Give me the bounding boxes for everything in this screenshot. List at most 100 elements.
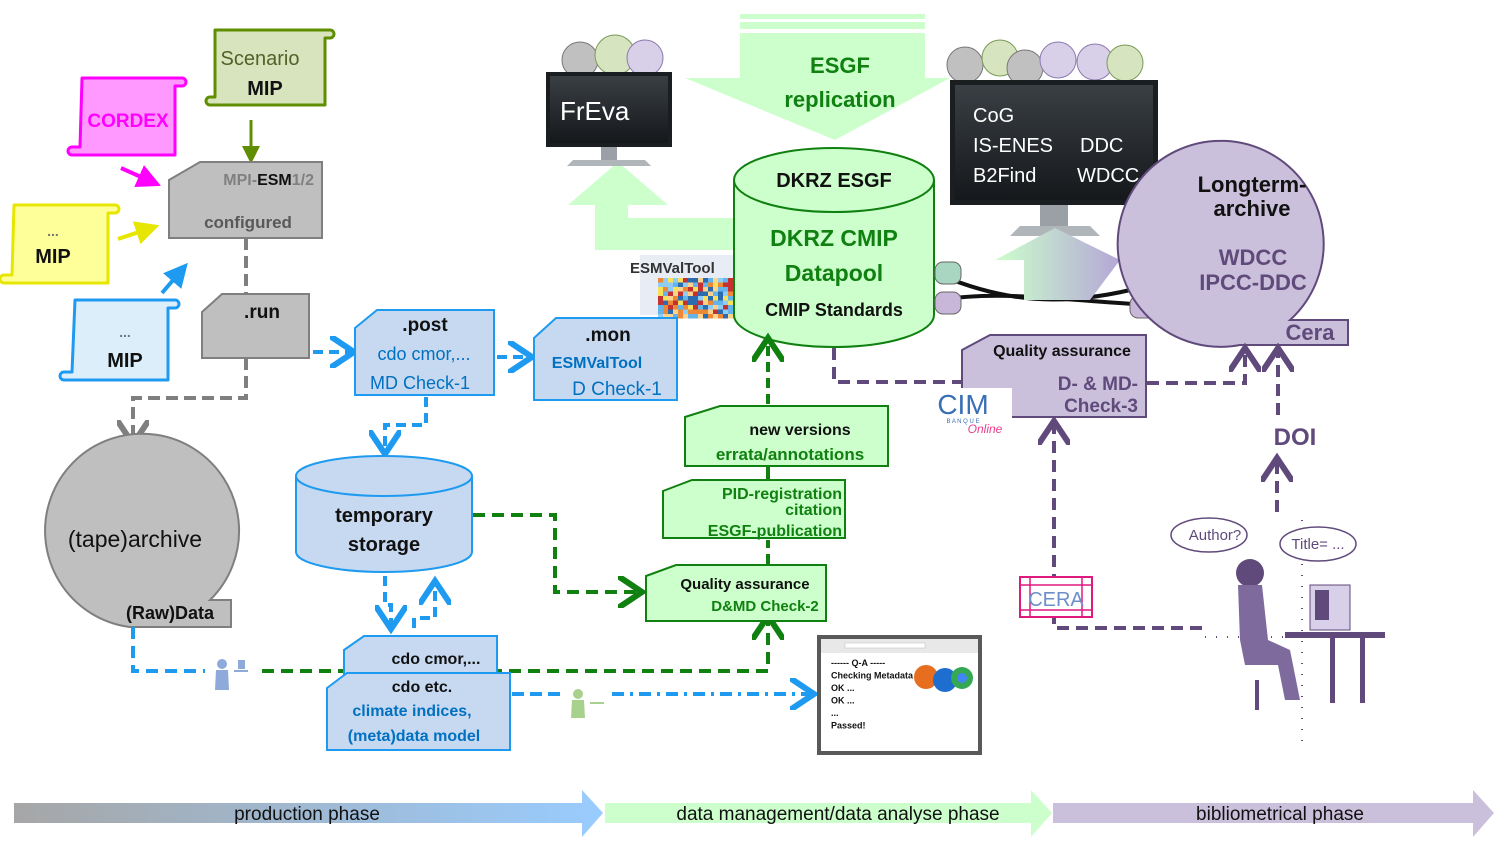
heatmap-cell [708,287,713,292]
heatmap-cell [703,309,708,314]
post-check: MD Check-1 [370,373,470,393]
new-versions-box: new versions errata/annotations [684,405,889,467]
longterm-line1: Longterm- [1198,172,1307,197]
heatmap-cell [688,287,693,292]
heatmap-cell [693,287,698,292]
heatmap-cell [718,305,723,310]
freva-feed-arrow [568,162,740,250]
temporary-storage: temporary storage [295,455,473,573]
cera-logo-text: CERA [1028,589,1084,611]
connector-datapool-qa3 [832,348,962,384]
qa3-line2: D- & MD- [1058,374,1138,395]
heatmap-cell [673,296,678,301]
phase-label-production: production phase [234,804,380,825]
mip-blue-label: MIP [107,350,143,372]
heatmap-cell [728,282,733,287]
qa-window-line: Passed! [831,721,866,731]
datapool-line1: DKRZ CMIP [770,225,898,251]
heatmap-cell [663,287,668,292]
run-label: .run [244,302,280,323]
connector-storage-cdo [385,576,391,625]
heatmap-cell [693,309,698,314]
heatmap-cell [693,300,698,305]
heatmap-cell [673,287,678,292]
heatmap-cell [728,300,733,305]
heatmap-cell [728,309,733,314]
heatmap-cell [668,282,673,287]
longterm-wdcc: WDCC [1219,245,1288,270]
heatmap-cell [663,300,668,305]
portal-is-enes: IS-ENES [973,135,1053,157]
heatmap-cell [698,305,703,310]
post-tools: cdo cmor,... [377,344,470,364]
scroll-mip-yellow: ... MIP [0,203,121,285]
heatmap-cell [688,309,693,314]
mip-blue-dots: ... [119,324,131,340]
new-versions-line2: errata/annotations [716,445,864,464]
esgf-replication-line1: ESGF [810,53,870,78]
tape-archive-label: (tape)archive [68,526,202,552]
heatmap-cell [708,296,713,301]
heatmap-cell [703,278,708,283]
heatmap-cell [708,314,713,319]
heatmap-cell [683,309,688,314]
heatmap-cell [718,291,723,296]
connector-run-archive [133,358,248,440]
heatmap-cell [668,305,673,310]
heatmap-cell [713,300,718,305]
heatmap-cell [658,314,663,319]
heatmap-cell [678,300,683,305]
heatmap-cell [693,282,698,287]
heatmap-cell [678,287,683,292]
heatmap-cell [703,305,708,310]
heatmap-cell [688,278,693,283]
portal-b2find: B2Find [973,165,1036,187]
heatmap-cell [718,287,723,292]
heatmap-cell [708,309,713,314]
tape-archive: (tape)archive (Raw)Data [44,432,241,628]
temp-storage-line1: temporary [335,505,434,527]
esmvaltool-heatmap-label: ESMValTool [630,260,715,277]
heatmap-cell [698,309,703,314]
qa2-line1: Quality assurance [680,576,809,593]
qa3-line1: Quality assurance [993,343,1131,360]
cim-logo-script: Online [968,422,1003,436]
qa-window-line: ------ Q-A ----- [831,658,885,668]
portal-ddc: DDC [1080,135,1123,157]
heatmap-cell [678,291,683,296]
heatmap-cell [708,305,713,310]
connector-cdo-storage [412,585,435,628]
heatmap-cell [728,278,733,283]
heatmap-cell [658,282,663,287]
heatmap-cell [663,291,668,296]
heatmap-cell [698,282,703,287]
heatmap-cell [678,296,683,301]
heatmap-cell [728,314,733,319]
qa2-box: Quality assurance D&MD Check-2 [645,564,827,622]
heatmap-cell [663,278,668,283]
pid-box: PID-registration citation ESGF-publicati… [662,479,846,540]
heatmap-cell [688,296,693,301]
heatmap-cell [688,314,693,319]
heatmap-cell [658,278,663,283]
qa-window-line: Checking Metadata [831,671,914,681]
esgf-replication-arrow: ESGF replication [685,14,950,140]
heatmap-cell [703,291,708,296]
heatmap-cell [703,296,708,301]
analyst-figure-small [215,659,248,690]
heatmap-cell [688,300,693,305]
heatmap-cell [718,296,723,301]
scroll-mip-blue: ... MIP [58,298,181,382]
doi-label: DOI [1274,424,1317,451]
cdo-etc-box: cdo etc. climate indices, (meta)data mod… [326,672,511,751]
heatmap-cell [723,287,728,292]
heatmap-cell [678,309,683,314]
cordex-label: CORDEX [87,111,169,132]
heatmap-cell [718,278,723,283]
mon-check: D Check-1 [572,379,662,400]
heatmap-cell [713,287,718,292]
heatmap-cell [693,291,698,296]
heatmap-cell [718,282,723,287]
qa-window-line: OK ... [831,683,855,693]
